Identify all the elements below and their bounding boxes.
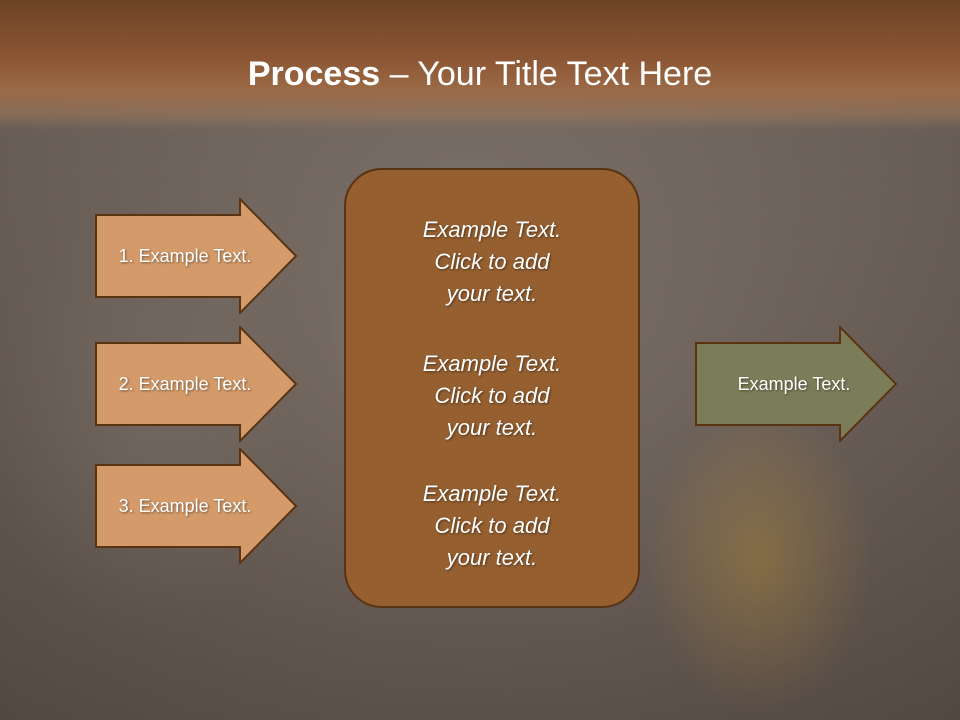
- center-text-1: Example Text. Click to add your text.: [422, 217, 562, 306]
- title-bold: Process: [247, 55, 381, 93]
- step-arrow-3-label: 3. Example Text.: [118, 495, 252, 516]
- title-rest: – Your Title Text Here: [380, 55, 713, 93]
- title-bar: [0, 0, 960, 130]
- step-arrow-1-label: 1. Example Text.: [118, 245, 252, 266]
- step-arrow-3-shape: [95, 448, 298, 564]
- step-arrow-3[interactable]: 3. Example Text.: [94, 448, 298, 564]
- step-arrow-1[interactable]: 1. Example Text.: [94, 198, 298, 314]
- step-arrow-2-shape: [95, 326, 298, 442]
- center-text-2: Example Text. Click to add your text.: [422, 351, 562, 440]
- result-arrow-shape: [695, 326, 898, 442]
- step-arrow-2-label: 2. Example Text.: [118, 373, 252, 394]
- step-arrow-2[interactable]: 2. Example Text.: [94, 326, 298, 442]
- center-text-box[interactable]: Example Text. Click to add your text. Ex…: [344, 168, 640, 608]
- step-arrow-1-shape: [95, 198, 298, 314]
- page-title[interactable]: Process – Your Title Text Here: [0, 52, 960, 96]
- result-arrow[interactable]: Example Text.: [694, 326, 898, 442]
- center-text-3: Example Text. Click to add your text.: [422, 481, 562, 570]
- result-arrow-label: Example Text.: [737, 373, 851, 394]
